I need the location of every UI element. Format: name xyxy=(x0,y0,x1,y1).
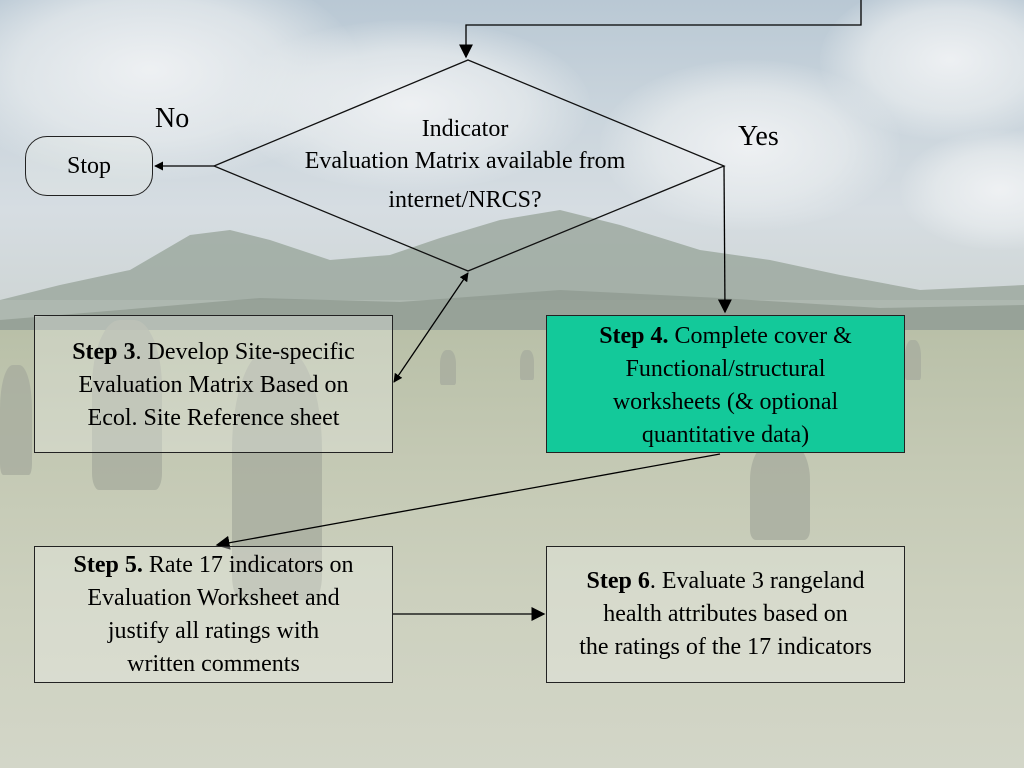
step4-to-step5-arrow xyxy=(215,453,721,550)
person-silhouette xyxy=(0,365,32,475)
step6-line3: the ratings of the 17 indicators xyxy=(579,634,872,660)
incoming-connector xyxy=(459,0,862,59)
stop-terminal: Stop xyxy=(25,136,153,196)
step4-line2: Functional/structural xyxy=(625,356,826,382)
step4-box: Step 4. Complete cover & Functional/stru… xyxy=(546,315,905,453)
person-silhouette xyxy=(92,320,162,490)
person-silhouette xyxy=(520,350,534,380)
step6-line1: Step 6. Evaluate 3 rangeland xyxy=(547,565,904,598)
person-silhouette xyxy=(905,340,921,380)
step5-line2: Evaluation Worksheet and xyxy=(87,585,340,611)
step5-line1-text: Rate 17 indicators on xyxy=(142,552,354,578)
step4-line4: quantitative data) xyxy=(641,422,810,448)
step6-line1-text: . Evaluate 3 rangeland xyxy=(649,568,865,594)
step4-line1-text: Complete cover & xyxy=(668,323,852,349)
no-label: No xyxy=(155,103,190,134)
step6-line2: health attributes based on xyxy=(603,601,848,627)
step3-box: Step 3. Develop Site-specific Evaluation… xyxy=(34,315,393,453)
cloud xyxy=(230,20,590,190)
decision-question-line1: Indicator xyxy=(421,116,509,142)
step4-line3: worksheets (& optional xyxy=(612,389,839,415)
decision-question-line3: internet/NRCS? xyxy=(388,187,542,213)
step3-line1-text: . Develop Site-specific xyxy=(135,339,355,365)
step6-title: Step 6 xyxy=(586,568,650,594)
step3-title: Step 3 xyxy=(72,339,136,365)
step5-title: Step 5. xyxy=(73,552,143,578)
decision-diamond xyxy=(212,59,726,272)
decision-question-line2: Evaluation Matrix available from xyxy=(304,148,626,174)
step3-line2: Evaluation Matrix Based on xyxy=(78,372,349,398)
step5-box: Step 5. Rate 17 indicators on Evaluation… xyxy=(34,546,393,683)
diamond-step3-arrow xyxy=(393,272,469,383)
person-silhouette xyxy=(232,350,322,600)
step4-title: Step 4. xyxy=(599,323,669,349)
step5-line4: written comments xyxy=(127,651,300,677)
step4-line1: Step 4. Complete cover & xyxy=(547,320,904,353)
step3-line1: Step 3. Develop Site-specific xyxy=(35,336,392,369)
step5-line1: Step 5. Rate 17 indicators on xyxy=(35,549,392,582)
yes-arrow xyxy=(717,165,732,314)
yes-label: Yes xyxy=(738,121,779,152)
person-silhouette xyxy=(750,440,810,540)
step5-line3: justify all ratings with xyxy=(107,618,320,644)
step3-line3: Ecol. Site Reference sheet xyxy=(87,405,340,431)
step6-box: Step 6. Evaluate 3 rangeland health attr… xyxy=(546,546,905,683)
